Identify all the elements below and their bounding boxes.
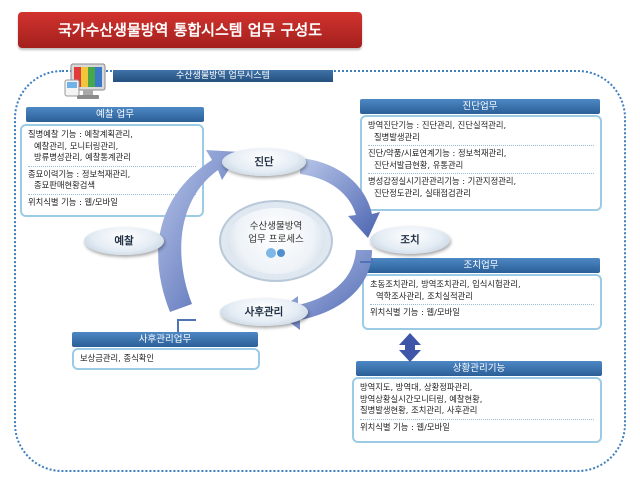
situation-header: 상황관리기능 <box>356 361 602 376</box>
connector-line <box>360 258 373 263</box>
center-hub: 수산생물방역 업무 프로세스 <box>227 208 325 274</box>
divider <box>28 165 196 167</box>
list-item: 진단정도관리, 실태점검관리 <box>374 187 471 198</box>
aftercare-header: 사후관리업무 <box>72 332 258 347</box>
page-title: 국가수산생물방역 통합시스템 업무 구성도 <box>18 12 362 48</box>
process-node-aftercare: 사후관리 <box>220 298 308 326</box>
divider <box>370 304 594 305</box>
connector-line <box>177 319 196 332</box>
list-item: 방류병성관리, 예찰통계관리 <box>34 152 131 162</box>
gear-icon <box>266 248 285 258</box>
list-item: 예찰관리, 모니터링관리, <box>34 140 119 151</box>
process-node-measure: 조치 <box>370 226 450 254</box>
list-item: 질병발생현황, 조치관리, 사후관리 <box>360 405 478 415</box>
list-item: 방역지도, 방역대, 상황정파관리, <box>360 382 473 392</box>
process-node-diagnosis: 진단 <box>222 148 306 176</box>
divider <box>360 418 594 420</box>
list-item: 방역상황실시간모니터링, 예찰현황, <box>360 393 483 404</box>
list-item: 방역진단기능 : 진단관리, 진단실적관리, <box>368 120 507 130</box>
list-item: 진단서발급현황, 유통관리 <box>374 159 464 170</box>
list-item: 위치식별 기능 : 웹/모바일 <box>28 196 118 207</box>
diagnosis-box: 방역진단기능 : 진단관리, 진단실적관리, 질병발생관리 진단/약품/시료연계… <box>360 115 602 211</box>
divider <box>368 173 594 174</box>
center-line1: 수산생물방역 <box>249 221 303 232</box>
list-item: 역학조사관리, 조치실적관리 <box>376 290 473 301</box>
measure-box: 초동조치관리, 방역조치관리, 입식시험관리, 역학조사관리, 조치실적관리 위… <box>362 274 602 330</box>
bidirectional-arrow-icon <box>399 333 421 362</box>
list-item: 종묘이력기능 : 정보척재관리, <box>28 168 131 179</box>
list-item: 질병발생관리 <box>374 131 420 142</box>
list-item: 위치식별 기능 : 웹/모바일 <box>370 307 460 317</box>
divider <box>368 145 594 146</box>
monitor-icon <box>64 63 106 99</box>
list-item: 질병예찰 기능 : 예찰계획관리, <box>28 129 133 139</box>
arc-arrow-prediction <box>158 150 240 312</box>
aftercare-box: 보상금관리, 종식확인 <box>72 348 260 370</box>
process-node-prediction: 예찰 <box>84 227 164 255</box>
situation-box: 방역지도, 방역대, 상황정파관리, 방역상황실시간모니터링, 예찰현황, 질병… <box>352 377 602 443</box>
divider <box>28 193 196 195</box>
system-label: 수산생물방역 업무시스템 <box>113 70 333 82</box>
list-item: 병성감정실시기관관리기능 : 기관지정관리, <box>368 176 517 186</box>
list-item: 종묘판매현황검색 <box>34 180 96 190</box>
prediction-header: 예찰 업무 <box>26 107 204 122</box>
list-item: 진단/약품/시료연계기능 : 정보척재관리, <box>368 148 507 158</box>
measure-header: 조치업무 <box>362 258 600 273</box>
list-item: 위치식별 기능 : 웹/모바일 <box>360 421 450 432</box>
center-line2: 업무 프로세스 <box>248 234 304 245</box>
arc-arrow-diagnosis <box>300 158 380 238</box>
diagnosis-header: 진단업무 <box>360 99 600 114</box>
list-item: 보상금관리, 종식확인 <box>80 353 154 363</box>
list-item: 초동조치관리, 방역조치관리, 입식시험관리, <box>370 279 521 289</box>
